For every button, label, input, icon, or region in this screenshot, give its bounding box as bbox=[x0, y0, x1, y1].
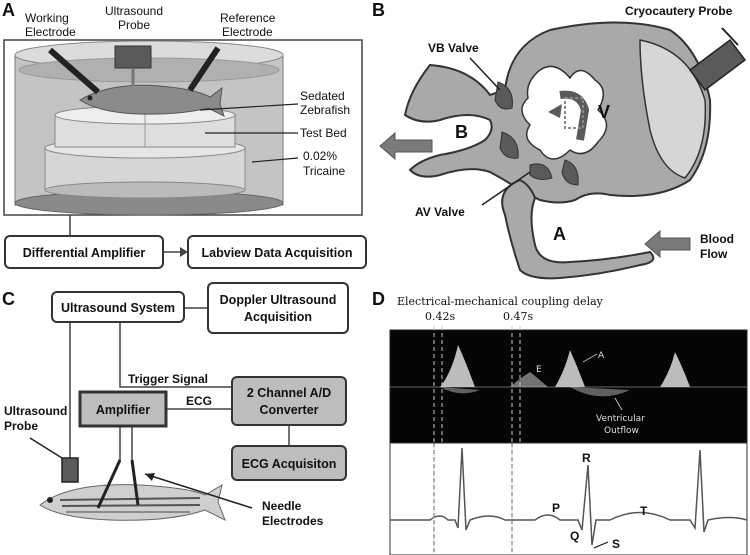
ultrasound-system-text: Ultrasound System bbox=[61, 301, 175, 315]
label-sedated-2: Zebrafish bbox=[300, 103, 350, 117]
panel-label-b: B bbox=[372, 0, 385, 20]
panel-label-a: A bbox=[2, 0, 15, 20]
zebrafish-photo bbox=[39, 483, 226, 522]
label-chamber-a: A bbox=[553, 224, 566, 244]
panel-a: A Working Electrode bbox=[2, 0, 367, 269]
outflow-arrow bbox=[379, 131, 433, 161]
label-trigger-signal: Trigger Signal bbox=[128, 372, 208, 386]
label-needle-1: Needle bbox=[262, 499, 302, 513]
sedated-zebrafish-shape bbox=[79, 84, 225, 117]
label-q: Q bbox=[570, 529, 579, 543]
heart-diagram bbox=[403, 21, 712, 280]
label-chamber-v: V bbox=[598, 102, 610, 122]
label-working-electrode-2: Electrode bbox=[25, 25, 76, 39]
amplifier-text: Amplifier bbox=[96, 403, 150, 417]
label-working-electrode-1: Working bbox=[25, 11, 69, 25]
panel-b: B Cryocautery Probe VB Valve AV Valve bbox=[372, 0, 747, 280]
label-ultrasound-probe-2: Probe bbox=[118, 18, 150, 32]
differential-amplifier-text: Differential Amplifier bbox=[23, 246, 146, 260]
label-reference-electrode-1: Reference bbox=[220, 11, 276, 25]
label-c-probe-1: Ultrasound bbox=[4, 404, 67, 418]
label-s: S bbox=[612, 537, 620, 551]
label-sedated-1: Sedated bbox=[300, 89, 345, 103]
label-vb-valve: VB Valve bbox=[428, 41, 479, 55]
delay-2: 0.47s bbox=[503, 310, 533, 323]
converter-box bbox=[231, 376, 347, 426]
doppler-box bbox=[207, 282, 349, 334]
doppler-signals bbox=[440, 345, 690, 397]
panel-label-d: D bbox=[372, 289, 385, 309]
reference-electrode-shape bbox=[187, 46, 221, 92]
label-outflow-2: Outflow bbox=[604, 426, 639, 436]
blood-flow-arrow bbox=[644, 229, 691, 259]
converter-text-1: 2 Channel A/D bbox=[247, 386, 331, 400]
label-test-bed: Test Bed bbox=[300, 126, 347, 140]
label-chamber-b: B bbox=[455, 122, 468, 142]
c-ultrasound-probe-shape bbox=[61, 457, 79, 483]
panel-label-c: C bbox=[2, 289, 15, 309]
label-tricaine-2: Tricaine bbox=[303, 164, 346, 178]
panel-c: C Ultrasound System Doppler Ultrasound A… bbox=[2, 282, 349, 528]
delay-1: 0.42s bbox=[425, 310, 455, 323]
label-reference-electrode-2: Electrode bbox=[222, 25, 273, 39]
label-tricaine-1: 0.02% bbox=[303, 149, 337, 163]
label-r: R bbox=[582, 451, 591, 465]
label-a-wave: A bbox=[598, 351, 605, 361]
test-bed bbox=[44, 105, 246, 199]
converter-text-2: Converter bbox=[259, 403, 318, 417]
label-cryocautery-probe: Cryocautery Probe bbox=[625, 4, 733, 18]
ecg-acquisition-text: ECG Acquisiton bbox=[242, 457, 337, 471]
label-outflow-1: Ventricular bbox=[596, 414, 645, 424]
label-ultrasound-probe-1: Ultrasound bbox=[105, 4, 163, 18]
ultrasound-system-box bbox=[51, 291, 185, 323]
label-ecg: ECG bbox=[186, 394, 212, 408]
coupling-delay-title: Electrical-mechanical coupling delay bbox=[397, 295, 604, 308]
ecg-waveform bbox=[390, 447, 748, 546]
label-needle-2: Electrodes bbox=[262, 514, 324, 528]
ecg-acquisition-box bbox=[231, 445, 347, 481]
labview-text: Labview Data Acquisition bbox=[202, 246, 353, 260]
ultrasound-probe-shape bbox=[114, 45, 152, 69]
label-blood-flow-2: Flow bbox=[700, 247, 728, 261]
amplifier-box bbox=[78, 390, 168, 428]
labview-box bbox=[187, 235, 367, 269]
ecg-trace-panel bbox=[389, 442, 748, 555]
label-av-valve: AV Valve bbox=[415, 205, 465, 219]
av-valve-shape bbox=[529, 163, 553, 180]
doppler-text-2: Acquisition bbox=[244, 310, 312, 324]
panel-d: D Electrical-mechanical coupling delay 0… bbox=[372, 289, 748, 555]
doppler-text-1: Doppler Ultrasound bbox=[220, 293, 337, 307]
cryocautery-probe-shape bbox=[688, 38, 747, 92]
label-t: T bbox=[640, 504, 648, 518]
label-blood-flow-1: Blood bbox=[700, 232, 734, 246]
label-p: P bbox=[552, 501, 560, 515]
label-e-wave: E bbox=[536, 365, 542, 375]
working-electrode-shape bbox=[48, 47, 100, 95]
label-c-probe-2: Probe bbox=[4, 419, 38, 433]
